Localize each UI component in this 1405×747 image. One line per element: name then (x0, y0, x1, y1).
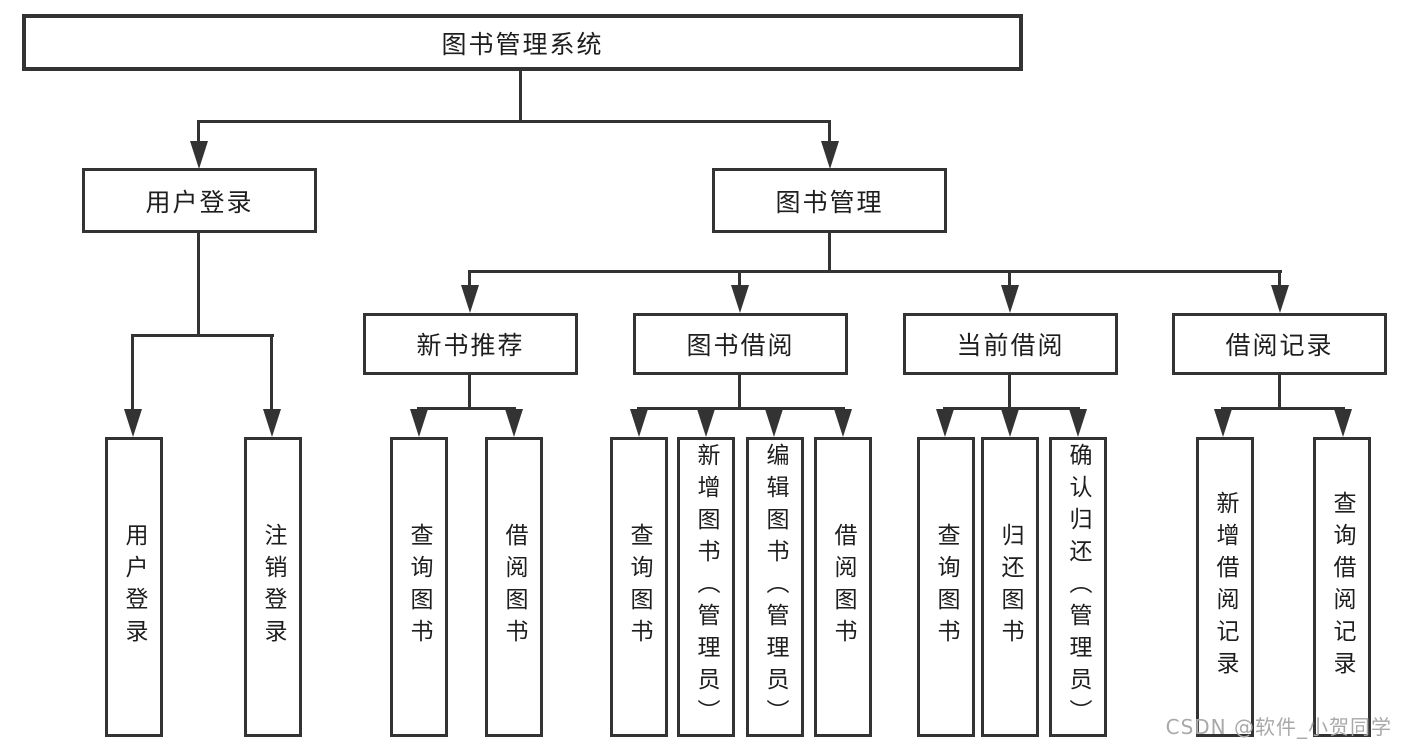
arrowhead-down-icon (1001, 409, 1019, 437)
leaf-label: 编辑图书（管理员） (762, 443, 788, 731)
arrowhead-down-icon (410, 409, 428, 437)
leaf-label: 借阅图书 (501, 523, 527, 651)
connector-line (519, 71, 522, 122)
leaf-label: 查询图书 (406, 523, 432, 651)
leaf-label: 查询借阅记录 (1329, 491, 1355, 683)
connector-line (131, 334, 134, 411)
arrowhead-down-icon (731, 285, 749, 313)
leaf-label: 新增借阅记录 (1212, 491, 1238, 683)
node-label: 用户登录 (145, 187, 254, 217)
arrowhead-down-icon (697, 409, 715, 437)
arrowhead-down-icon (821, 141, 839, 169)
arrowhead-down-icon (461, 285, 479, 313)
leaf-add-book-admin: 新增图书（管理员） (677, 437, 735, 737)
connector-line (417, 407, 516, 410)
leaf-return-book: 归还图书 (981, 437, 1039, 737)
connector-line (131, 334, 274, 337)
connector-line (468, 270, 1282, 273)
node-book-management: 图书管理 (712, 168, 947, 233)
node-label: 新书推荐 (416, 331, 525, 360)
arrowhead-down-icon (1214, 409, 1232, 437)
node-book-borrowing: 图书借阅 (633, 313, 848, 375)
leaf-label: 归还图书 (997, 523, 1023, 651)
leaf-confirm-return-admin: 确认归还（管理员） (1049, 437, 1107, 737)
connector-line (468, 375, 471, 409)
leaf-label: 查询图书 (626, 523, 652, 651)
leaf-add-borrow-record: 新增借阅记录 (1196, 437, 1254, 737)
connector-line (197, 120, 200, 143)
node-new-book-recommend: 新书推荐 (363, 313, 578, 375)
leaf-label: 确认归还（管理员） (1065, 443, 1091, 731)
node-label: 当前借阅 (956, 331, 1065, 360)
connector-line (1008, 270, 1011, 287)
leaf-label: 查询图书 (933, 523, 959, 651)
arrowhead-down-icon (505, 409, 523, 437)
arrowhead-down-icon (190, 141, 208, 169)
leaf-edit-book-admin: 编辑图书（管理员） (746, 437, 804, 737)
arrowhead-down-icon (1334, 409, 1352, 437)
connector-line (1278, 375, 1281, 409)
connector-line (828, 120, 831, 143)
connector-line (1008, 375, 1011, 409)
arrowhead-down-icon (263, 409, 281, 437)
arrowhead-down-icon (936, 409, 954, 437)
connector-line (738, 375, 741, 409)
connector-line (1221, 407, 1345, 410)
arrowhead-down-icon (124, 409, 142, 437)
connector-line (1278, 270, 1281, 287)
connector-line (468, 270, 471, 287)
arrowhead-down-icon (834, 409, 852, 437)
arrowhead-down-icon (630, 409, 648, 437)
node-label: 图书管理 (775, 187, 884, 217)
connector-line (828, 233, 831, 273)
connector-line (197, 233, 200, 337)
leaf-query-books-borrow: 查询图书 (610, 437, 668, 737)
node-label: 图书借阅 (686, 331, 795, 360)
leaf-query-borrow-record: 查询借阅记录 (1313, 437, 1371, 737)
arrowhead-down-icon (765, 409, 783, 437)
leaf-label: 借阅图书 (830, 523, 856, 651)
node-library-system: 图书管理系统 (22, 14, 1023, 71)
arrowhead-down-icon (1001, 285, 1019, 313)
leaf-label: 注销登录 (260, 523, 286, 651)
connector-line (197, 120, 831, 123)
connector-line (738, 270, 741, 287)
connector-line (943, 407, 1080, 410)
leaf-borrow-books-borrow: 借阅图书 (814, 437, 872, 737)
leaf-logout: 注销登录 (244, 437, 302, 737)
leaf-user-login: 用户登录 (105, 437, 163, 737)
csdn-watermark: CSDN @软件_小贺同学 (1165, 715, 1392, 739)
connector-line (637, 407, 845, 410)
node-user-login: 用户登录 (82, 168, 317, 233)
connector-line (270, 334, 273, 411)
node-current-borrowing: 当前借阅 (903, 313, 1118, 375)
leaf-label: 新增图书（管理员） (693, 443, 719, 731)
leaf-borrow-books-recommend: 借阅图书 (485, 437, 543, 737)
leaf-label: 用户登录 (121, 523, 147, 651)
node-label: 借阅记录 (1225, 331, 1334, 360)
leaf-query-books-recommend: 查询图书 (390, 437, 448, 737)
leaf-query-books-current: 查询图书 (917, 437, 975, 737)
node-borrowing-records: 借阅记录 (1172, 313, 1387, 375)
node-label: 图书管理系统 (441, 29, 604, 59)
arrowhead-down-icon (1069, 409, 1087, 437)
arrowhead-down-icon (1271, 285, 1289, 313)
